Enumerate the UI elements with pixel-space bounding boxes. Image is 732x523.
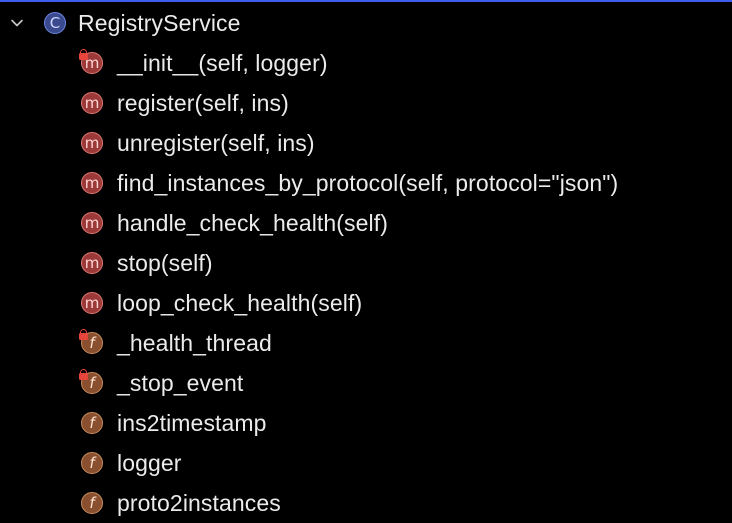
method-icon: m bbox=[81, 252, 103, 274]
tree-node-method[interactable]: m register(self, ins) bbox=[0, 83, 732, 123]
field-label: ins2timestamp bbox=[117, 409, 267, 436]
tree-node-field[interactable]: f proto2instances bbox=[0, 483, 732, 523]
method-label: find_instances_by_protocol(self, protoco… bbox=[117, 169, 619, 196]
lock-icon bbox=[79, 49, 88, 60]
method-icon: m bbox=[79, 49, 103, 74]
method-label: unregister(self, ins) bbox=[117, 129, 315, 156]
method-icon: m bbox=[81, 132, 103, 154]
field-label: proto2instances bbox=[117, 489, 281, 516]
field-icon: f bbox=[81, 452, 103, 474]
method-icon: m bbox=[81, 292, 103, 314]
tree-node-field[interactable]: f _stop_event bbox=[0, 363, 732, 403]
tree-node-field[interactable]: f _health_thread bbox=[0, 323, 732, 363]
tree-node-field[interactable]: f ins2timestamp bbox=[0, 403, 732, 443]
icon-glyph: f bbox=[89, 373, 95, 392]
field-label: _stop_event bbox=[117, 369, 244, 396]
icon-glyph: m bbox=[84, 213, 100, 232]
field-icon: f bbox=[81, 492, 103, 514]
structure-tree: C RegistryService m __init__(self, logger… bbox=[0, 3, 732, 523]
tree-node-field[interactable]: f logger bbox=[0, 443, 732, 483]
member-list: m __init__(self, logger) m register(self, i… bbox=[0, 43, 732, 523]
icon-glyph: m bbox=[84, 253, 100, 272]
icon-glyph: m bbox=[84, 133, 100, 152]
icon-glyph: m bbox=[84, 173, 100, 192]
icon-glyph: m bbox=[84, 93, 100, 112]
icon-glyph: m bbox=[84, 293, 100, 312]
class-icon: C bbox=[44, 12, 66, 34]
icon-glyph: f bbox=[89, 453, 95, 472]
field-label: _health_thread bbox=[117, 329, 272, 356]
tree-node-method[interactable]: m unregister(self, ins) bbox=[0, 123, 732, 163]
lock-icon bbox=[79, 369, 88, 380]
tree-node-class[interactable]: C RegistryService bbox=[0, 3, 732, 43]
method-label: loop_check_health(self) bbox=[117, 289, 363, 316]
lock-icon bbox=[79, 329, 88, 340]
tree-node-method[interactable]: m __init__(self, logger) bbox=[0, 43, 732, 83]
method-label: handle_check_health(self) bbox=[117, 209, 389, 236]
tree-node-method[interactable]: m loop_check_health(self) bbox=[0, 283, 732, 323]
field-icon: f bbox=[79, 329, 103, 354]
method-icon: m bbox=[81, 92, 103, 114]
field-icon: f bbox=[79, 369, 103, 394]
icon-glyph: m bbox=[84, 53, 100, 72]
selection-highlight-line bbox=[0, 0, 732, 2]
tree-node-method[interactable]: m find_instances_by_protocol(self, protoc… bbox=[0, 163, 732, 203]
class-name-label: RegistryService bbox=[78, 9, 241, 36]
field-label: logger bbox=[117, 449, 182, 476]
chevron-down-icon[interactable] bbox=[10, 16, 24, 30]
method-label: stop(self) bbox=[117, 249, 213, 276]
icon-glyph: f bbox=[89, 493, 95, 512]
method-label: __init__(self, logger) bbox=[117, 49, 328, 76]
tree-node-method[interactable]: m stop(self) bbox=[0, 243, 732, 283]
method-icon: m bbox=[81, 212, 103, 234]
tree-node-method[interactable]: m handle_check_health(self) bbox=[0, 203, 732, 243]
method-icon: m bbox=[81, 172, 103, 194]
method-label: register(self, ins) bbox=[117, 89, 289, 116]
field-icon: f bbox=[81, 412, 103, 434]
icon-glyph: f bbox=[89, 413, 95, 432]
icon-glyph: f bbox=[89, 333, 95, 352]
